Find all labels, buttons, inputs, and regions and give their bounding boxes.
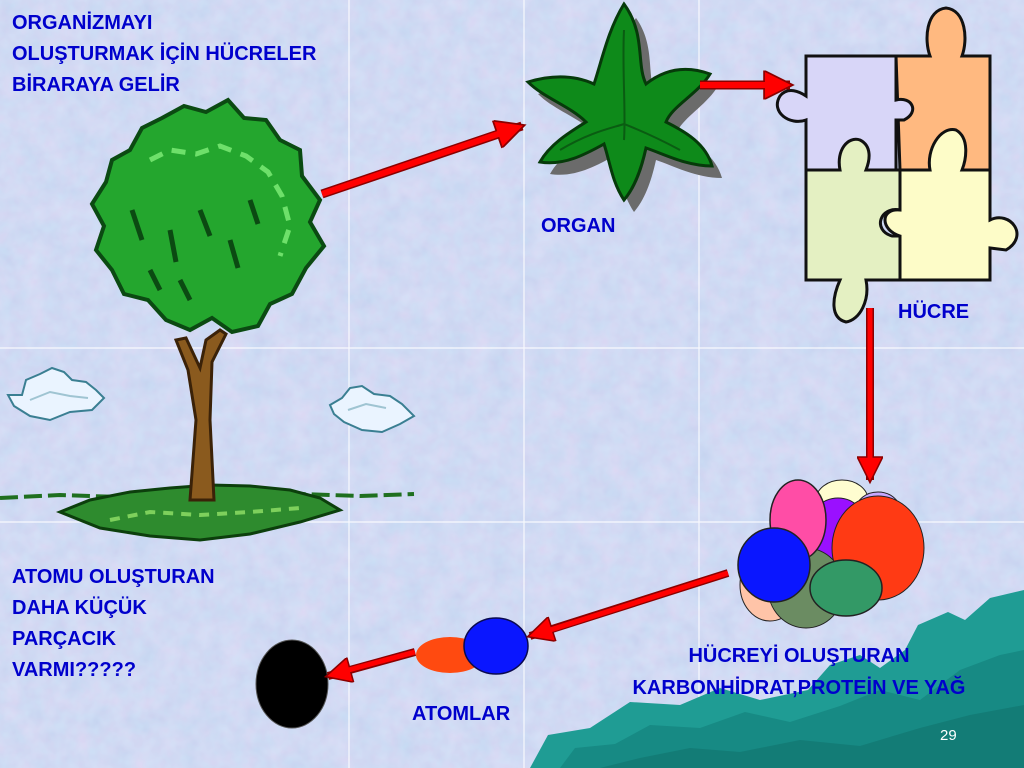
particle-icon [255, 639, 329, 729]
cloud-icon [6, 366, 106, 422]
tree-icon [0, 97, 415, 542]
question-line: VARMI????? [12, 659, 137, 681]
question-line: PARÇACIK [12, 628, 117, 650]
title-line: ORGANİZMAYI [12, 12, 153, 34]
question-line: DAHA KÜÇÜK [12, 597, 147, 619]
sea-icon [530, 590, 1024, 768]
atoms-label: ATOMLAR [412, 703, 511, 725]
title-line: OLUŞTURMAK İÇİN HÜCRELER [12, 43, 317, 65]
puzzle-icon [776, 6, 1019, 324]
molecules-label: HÜCREYİ OLUŞTURAN KARBONHİDRAT,PROTEİN V… [584, 640, 1014, 704]
page-number: 29 [940, 727, 957, 744]
molecule-cluster-icon [737, 479, 925, 629]
cloud-icon [328, 384, 416, 434]
question-line: ATOMU OLUŞTURAN [12, 566, 215, 588]
question-label: ATOMU OLUŞTURAN DAHA KÜÇÜK PARÇACIK VARM… [12, 562, 215, 686]
organ-label: ORGAN [541, 215, 616, 237]
star-plant-icon [525, 1, 722, 212]
atom-icon [416, 617, 529, 675]
molecules-line: HÜCREYİ OLUŞTURAN [688, 645, 910, 667]
molecules-line: KARBONHİDRAT,PROTEİN VE YAĞ [632, 677, 966, 699]
title-line: BİRARAYA GELİR [12, 74, 180, 96]
arrows [320, 85, 870, 676]
slide-title: ORGANİZMAYI OLUŞTURMAK İÇİN HÜCRELER BİR… [12, 8, 316, 101]
cell-label: HÜCRE [898, 301, 970, 323]
